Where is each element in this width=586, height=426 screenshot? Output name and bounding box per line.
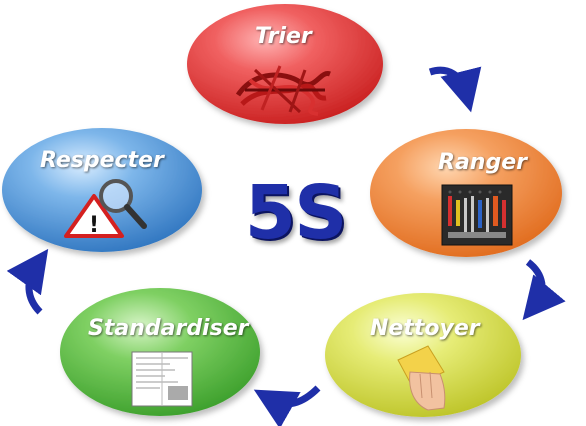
cleaning-sponge-icon: [397, 345, 446, 411]
step-ranger-label: Ranger: [438, 150, 527, 175]
arrow-standardiser-to-respecter: [6, 248, 49, 315]
step-trier-label: Trier: [255, 24, 312, 49]
step-trier-ellipse: [187, 4, 383, 124]
document-icon: [131, 351, 193, 407]
step-standardiser-label: Standardiser: [88, 316, 249, 341]
tool-board-icon: [441, 184, 513, 246]
svg-text:!: !: [89, 213, 99, 238]
step-nettoyer-label: Nettoyer: [370, 316, 480, 341]
warning-magnifier-icon: !: [64, 179, 147, 238]
arrow-ranger-to-nettoyer: [522, 259, 566, 321]
step-respecter-label: Respecter: [40, 148, 164, 173]
arrow-nettoyer-to-standardiser: [253, 385, 321, 426]
center-title: 5S: [244, 170, 348, 256]
cable-bundle-icon: [235, 65, 331, 116]
arrow-trier-to-ranger: [428, 66, 482, 113]
